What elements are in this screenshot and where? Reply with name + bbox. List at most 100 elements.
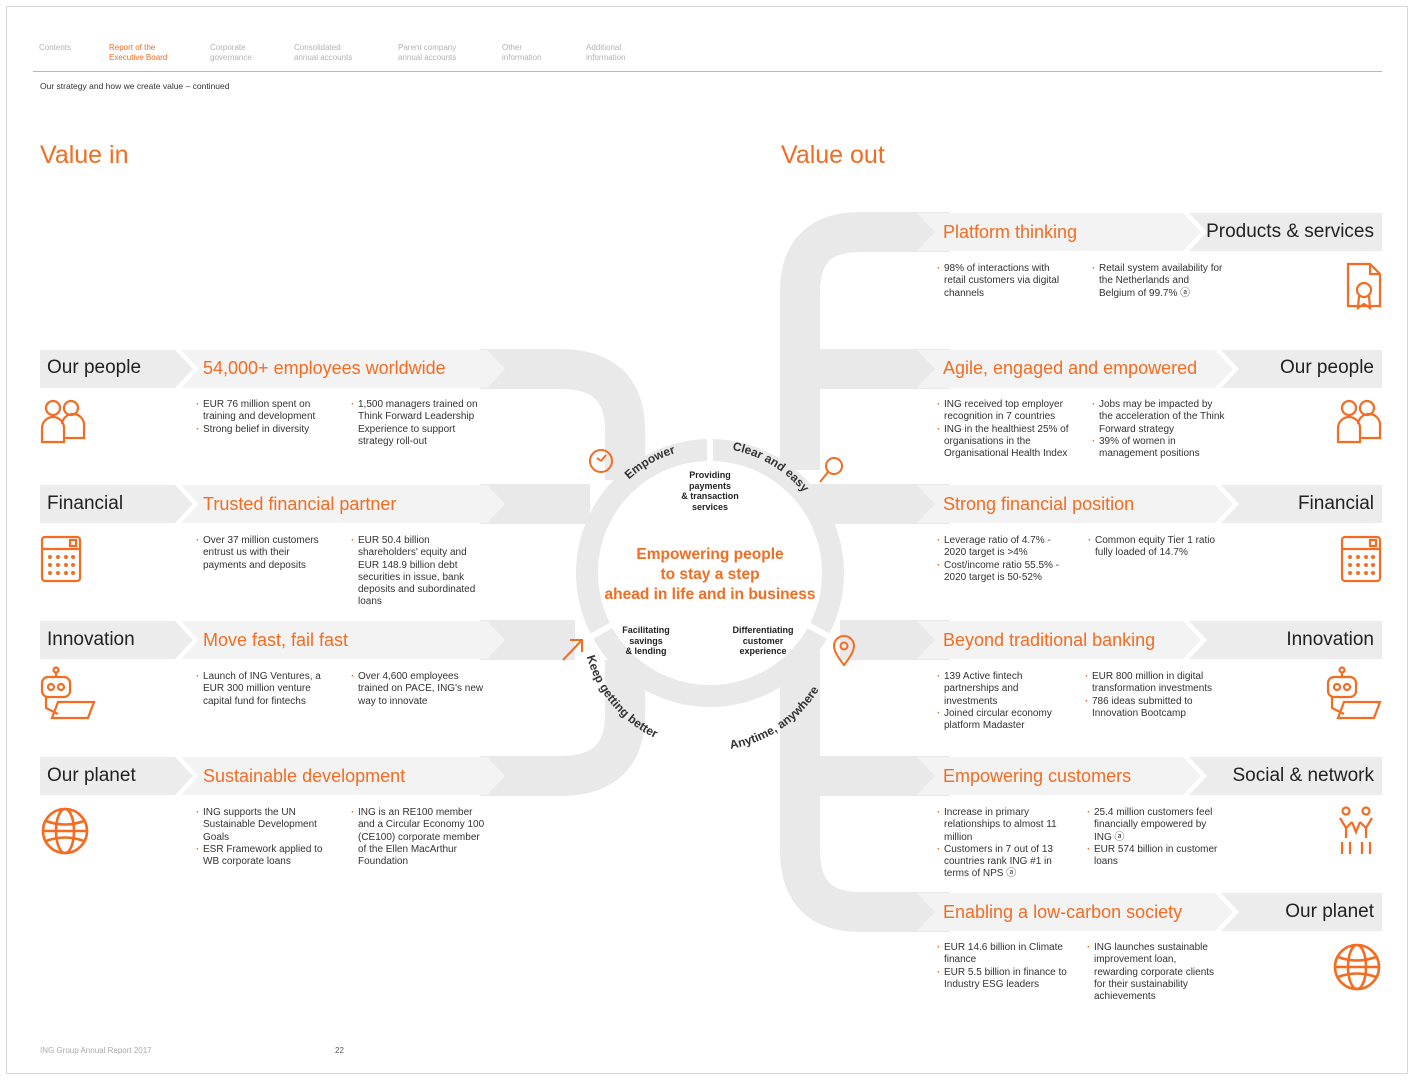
top-navigation: Contents Report of the Executive Board C… [39, 43, 676, 63]
right-category-bars [1189, 213, 1382, 931]
differentiating-experience-text: Differentiating customer experience [732, 625, 794, 656]
right-category-social-network: Social & network [1232, 765, 1374, 786]
people-icon [40, 399, 86, 444]
bullet: Strong belief in diversity [196, 424, 330, 437]
bullet: ESR Framework applied to WB corporate lo… [196, 844, 330, 869]
bullet: 25.4 million customers feel financially … [1087, 807, 1221, 844]
bullet: Customers in 7 out of 13 countries rank … [937, 844, 1071, 881]
bullet: Jobs may be impacted by the acceleration… [1092, 399, 1226, 436]
left-row0-col2: 1,500 managers trained on Think Forward … [351, 399, 485, 448]
right-category-products-services: Products & services [1206, 221, 1374, 242]
right-heading-platform-thinking: Platform thinking [943, 222, 1078, 242]
bullet: ING received top employer recognition in… [937, 399, 1071, 424]
right-category-our-people: Our people [1279, 357, 1374, 378]
left-row3-col2: ING is an RE100 member and a Circular Ec… [351, 807, 485, 868]
right-row0-col1: 98% of interactions with retail customer… [937, 263, 1071, 300]
right-row5-col2: ING launches sustainable improvement loa… [1087, 942, 1221, 1003]
nav-additional-information[interactable]: Additional information [586, 43, 626, 62]
left-category-our-planet: Our planet [47, 765, 136, 786]
value-out-title: Value out [781, 141, 885, 169]
right-row4-col2: 25.4 million customers feel financially … [1087, 807, 1221, 868]
right-heading-beyond-banking: Beyond traditional banking [943, 630, 1156, 650]
bullet: ING is an RE100 member and a Circular Ec… [351, 807, 485, 868]
bullet: 139 Active fintech partnerships and inve… [937, 671, 1071, 708]
bullet: ING launches sustainable improvement loa… [1087, 942, 1221, 1003]
right-heading-strong-financial: Strong financial position [943, 494, 1135, 514]
right-heading-low-carbon: Enabling a low-carbon society [943, 902, 1183, 922]
bullet: Joined circular economy platform Madaste… [937, 708, 1071, 733]
left-row1-col1: Over 37 million customers entrust us wit… [196, 535, 330, 572]
left-row3-col1: ING supports the UN Sustainable Developm… [196, 807, 330, 868]
bullet: 1,500 managers trained on Think Forward … [351, 399, 485, 448]
right-row0-col2: Retail system availability for the Nethe… [1092, 263, 1226, 300]
footer-report-name: ING Group Annual Report 2017 [40, 1046, 152, 1055]
bullet: Common equity Tier 1 ratio fully loaded … [1088, 535, 1222, 560]
right-row1-col1: ING received top employer recognition in… [937, 399, 1071, 460]
left-row0-col1: EUR 76 million spent on training and dev… [196, 399, 330, 436]
bullet: Cost/income ratio 55.5% - 2020 target is… [937, 560, 1071, 585]
nav-corporate-governance[interactable]: Corporate governance [210, 43, 252, 62]
ring-separators [583, 435, 837, 643]
left-heading-bars [181, 350, 505, 795]
bullet: Leverage ratio of 4.7% - 2020 target is … [937, 535, 1071, 560]
right-category-our-planet: Our planet [1285, 901, 1374, 922]
nav-parent-company-accounts[interactable]: Parent company annual accounts [398, 43, 457, 62]
left-category-our-people: Our people [47, 357, 142, 378]
value-in-title: Value in [40, 141, 129, 169]
left-heading-sustainable-development: Sustainable development [203, 766, 406, 786]
section-subtitle: Our strategy and how we create value – c… [40, 81, 230, 91]
calculator-icon [1340, 535, 1382, 583]
people-icon [1336, 399, 1382, 444]
right-category-innovation: Innovation [1286, 629, 1374, 650]
footer-page-number: 22 [335, 1046, 344, 1055]
nav-contents[interactable]: Contents [39, 43, 72, 52]
nav-divider [33, 71, 1382, 72]
left-heading-trusted-partner: Trusted financial partner [203, 494, 397, 514]
bullet: Increase in primary relationships to alm… [937, 807, 1071, 844]
right-heading-bars [917, 213, 1233, 931]
bullet: EUR 5.5 billion in finance to Industry E… [937, 967, 1071, 992]
left-category-innovation: Innovation [47, 629, 135, 650]
bullet: Launch of ING Ventures, a EUR 300 millio… [196, 671, 330, 708]
bullet: Retail system availability for the Nethe… [1092, 263, 1226, 300]
trend-arrow-icon [562, 639, 583, 661]
right-heading-empowering-customers: Empowering customers [943, 766, 1132, 786]
left-row2-col2: Over 4,600 employees trained on PACE, IN… [351, 671, 485, 708]
right-row4-col1: Increase in primary relationships to alm… [937, 807, 1071, 881]
inner-circle [598, 461, 822, 685]
location-pin-icon [832, 635, 856, 667]
right-row5-col1: EUR 14.6 billion in Climate finance EUR … [937, 942, 1071, 991]
bullet: EUR 76 million spent on training and dev… [196, 399, 330, 424]
left-heading-employees: 54,000+ employees worldwide [203, 358, 446, 378]
bullet: EUR 800 million in digital transformatio… [1085, 671, 1219, 696]
magnifier-icon [819, 457, 843, 483]
globe-icon [1333, 943, 1381, 991]
bullet: ING in the healthiest 25% of organisatio… [937, 424, 1071, 461]
bullet: 786 ideas submitted to Innovation Bootca… [1085, 696, 1219, 721]
right-row2-col2: Common equity Tier 1 ratio fully loaded … [1088, 535, 1222, 560]
facilitating-savings-text: Facilitating savings & lending [622, 625, 670, 656]
bullet: EUR 574 billion in customer loans [1087, 844, 1221, 869]
bullet: EUR 50.4 billion shareholders' equity an… [351, 535, 485, 609]
right-row3-col1: 139 Active fintech partnerships and inve… [937, 671, 1071, 732]
mission-statement: Empowering people to stay a step ahead i… [604, 546, 816, 603]
left-category-financial: Financial [47, 493, 124, 514]
certificate-icon [1346, 262, 1382, 311]
bullet: Over 4,600 employees trained on PACE, IN… [351, 671, 485, 708]
bullet: 98% of interactions with retail customer… [937, 263, 1071, 300]
calculator-icon [40, 535, 82, 583]
left-category-bars [40, 350, 193, 795]
nav-report-executive-board[interactable]: Report of the Executive Board [109, 43, 168, 62]
nav-consolidated-accounts[interactable]: Consolidated annual accounts [294, 43, 353, 62]
globe-icon [41, 807, 89, 855]
right-category-financial: Financial [1297, 493, 1374, 514]
bullet: ING supports the UN Sustainable Developm… [196, 807, 330, 844]
page-frame [6, 6, 1408, 1074]
nav-other-information[interactable]: Other information [502, 43, 542, 62]
bullet: 39% of women in management positions [1092, 436, 1226, 461]
right-row1-col2: Jobs may be impacted by the acceleration… [1092, 399, 1226, 460]
left-row1-col2: EUR 50.4 billion shareholders' equity an… [351, 535, 485, 609]
social-network-icon [1339, 806, 1373, 854]
bullet: EUR 14.6 billion in Climate finance [937, 942, 1071, 967]
